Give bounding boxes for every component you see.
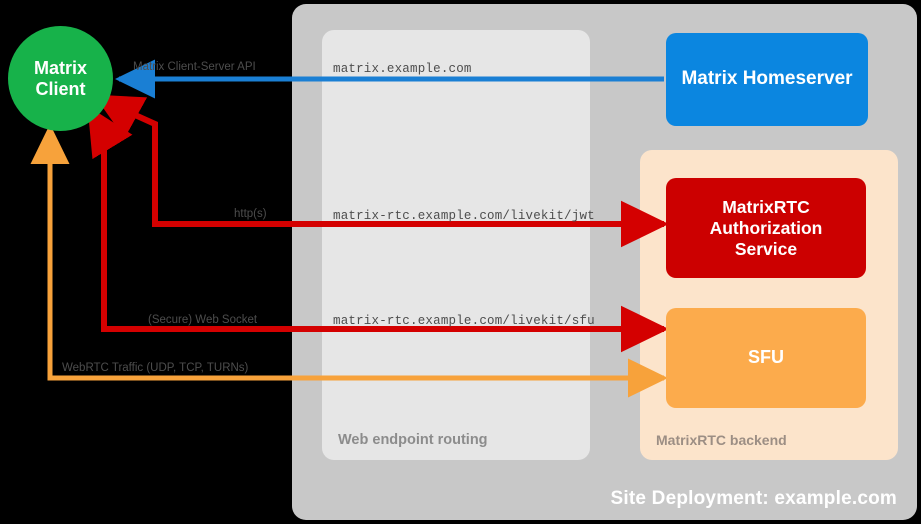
edge-endpoint-livekit-jwt: matrix-rtc.example.com/livekit/jwt (333, 209, 595, 223)
node-matrixrtc-authorization-service[interactable]: MatrixRTC Authorization Service (666, 178, 866, 278)
web-endpoint-routing-panel: Web endpoint routing (322, 30, 590, 460)
site-deployment-label: Site Deployment: example.com (610, 488, 897, 509)
node-sfu[interactable]: SFU (666, 308, 866, 408)
edge-label-http: http(s) (234, 208, 267, 220)
sfu-label: SFU (748, 347, 784, 368)
auth-service-label-line1: MatrixRTC (722, 196, 810, 217)
matrixrtc-backend-label: MatrixRTC backend (656, 432, 787, 448)
web-endpoint-routing-label: Web endpoint routing (338, 432, 488, 448)
matrix-client-label-line1: Matrix (33, 57, 87, 78)
node-matrix-homeserver[interactable]: Matrix Homeserver (666, 33, 868, 126)
matrix-client-label-line2: Client (35, 78, 86, 99)
edge-label-websocket: (Secure) Web Socket (148, 314, 258, 326)
edge-label-webrtc-traffic: WebRTC Traffic (UDP, TCP, TURNs) (62, 362, 249, 374)
edge-label-client-server-api: Matrix Client-Server API (133, 61, 256, 73)
node-matrix-client[interactable]: Matrix Client (8, 26, 113, 131)
edge-endpoint-matrix-example-com: matrix.example.com (333, 62, 472, 76)
auth-service-label-line2: Authorization (709, 217, 823, 238)
edge-endpoint-livekit-sfu: matrix-rtc.example.com/livekit/sfu (333, 314, 595, 328)
auth-service-label-line3: Service (734, 238, 798, 259)
matrix-homeserver-label: Matrix Homeserver (681, 68, 853, 90)
